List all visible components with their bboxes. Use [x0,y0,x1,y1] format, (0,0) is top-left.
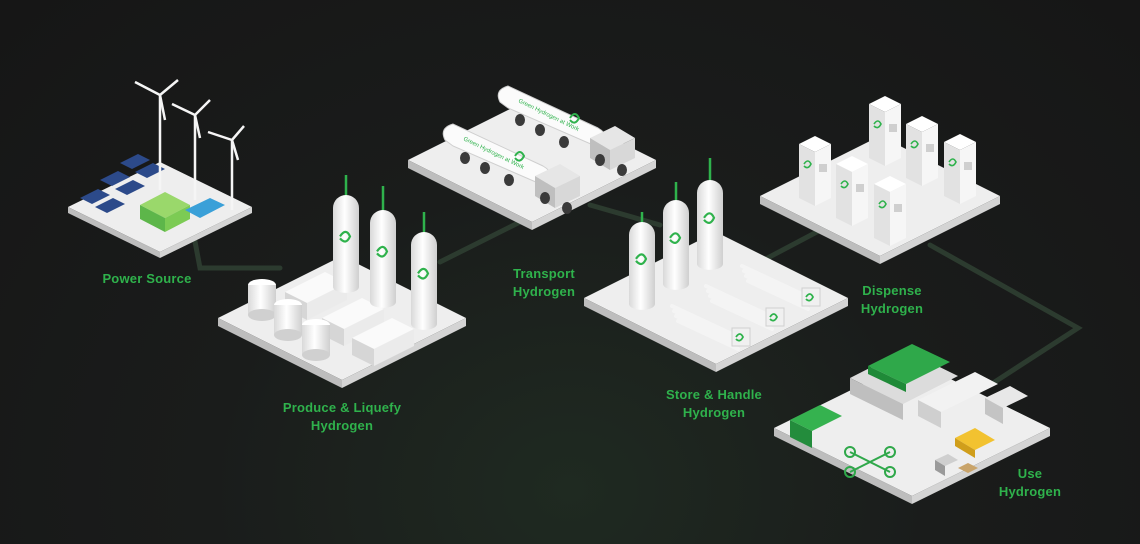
plug-logo-icon [878,200,887,209]
hydrogen-tanker-truck-icon: Green Hydrogen at Work [497,85,635,176]
plug-logo-icon [339,230,352,243]
store-handle-platform [584,158,848,372]
dispense-platform [760,96,1000,264]
hydrogen-tank-icon [333,175,359,293]
plug-logo-icon [635,253,648,265]
hydrogen-dispenser-icon [906,116,938,186]
hydrogen-tank-icon [697,158,723,270]
hydrogen-tank-icon [411,212,437,330]
taxi-car-icon [955,428,995,458]
plug-logo-icon [840,180,849,189]
factory-building-icon [850,344,958,420]
plug-logo-icon [805,293,815,302]
forklift-icon [935,454,978,476]
plug-logo-icon [910,140,919,149]
plug-logo-icon [514,151,526,162]
tube-trailer-icon [670,304,751,351]
tube-trailer-icon [704,284,785,331]
small-tank-icon [274,299,302,341]
hydrogen-dispenser-icon [836,156,868,226]
hydrogen-dispenser-icon [869,96,901,166]
stage-label-dispense: Dispense Hydrogen [860,283,924,316]
tube-trailer-icon [740,264,821,311]
plug-logo-icon [803,160,812,169]
plug-logo-icon [769,313,779,322]
stage-label-store-handle: Store & Handle Hydrogen [666,387,762,420]
delivery-truck-icon [918,372,1028,428]
wind-turbines-icon [134,79,245,210]
hydrogen-dispenser-icon [944,134,976,204]
hydrogen-dispenser-icon [874,176,906,246]
hydrogen-dispenser-icon [799,136,831,206]
warehouse-shelter-icon [790,405,842,448]
hydrogen-tank-icon [629,212,655,310]
solar-panels-icon [80,154,165,213]
stage-label-power-source: Power Source [102,271,192,286]
stage-label-transport: Transport Hydrogen [512,266,576,299]
plug-logo-icon [569,113,581,124]
produce-liquefy-platform [218,175,466,388]
small-tank-icon [302,319,330,361]
plug-logo-icon [669,232,682,244]
plug-logo-icon [948,158,957,167]
plug-logo-icon [873,120,882,129]
stage-connectors [187,202,1083,388]
plug-logo-icon [703,212,716,224]
plug-logo-icon [735,333,745,342]
power-source-platform [68,79,252,258]
use-platform [774,344,1050,504]
stage-label-produce-liquefy: Produce & Liquefy Hydrogen [282,400,402,433]
drone-icon [844,446,896,478]
hydrogen-tank-icon [370,186,396,308]
hydro-plant-icon [140,192,225,232]
plug-logo-icon [376,245,389,258]
small-tank-icon [248,279,276,321]
storage-container-icon [352,318,414,366]
plug-logo-icon [417,267,430,280]
hydrogen-tank-icon [663,182,689,290]
stage-label-use: Use Hydrogen [998,466,1062,499]
